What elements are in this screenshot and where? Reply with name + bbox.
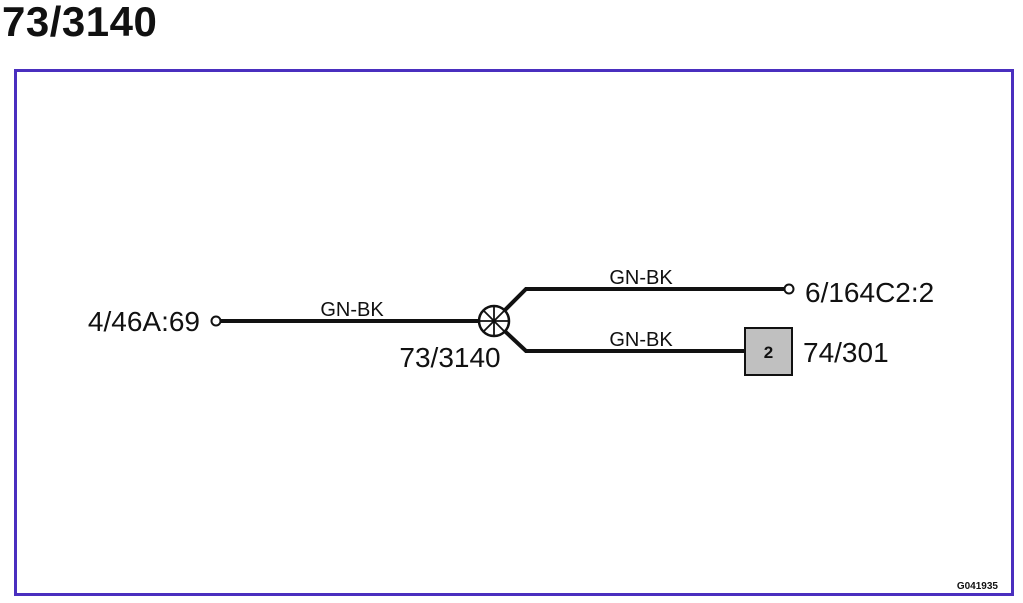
connector-pin-number: 2 [764,343,773,362]
wire-upper-color-label: GN-BK [609,267,673,289]
connector-box[interactable] [744,327,793,376]
page-title: 73/3140 [2,0,158,45]
terminal-upper-icon[interactable] [783,283,795,295]
wire-lower-color-label: GN-BK [609,329,673,351]
figure-id: G041935 [957,581,999,592]
terminal-left-icon[interactable] [210,315,222,327]
diagram-frame [14,69,1014,596]
wire-main-color-label: GN-BK [320,299,384,321]
connector-label: 74/301 [803,337,889,368]
upper-terminal-label: 6/164C2:2 [805,277,934,308]
splice-label: 73/3140 [399,342,500,373]
wire-upper[interactable] [492,287,786,323]
splice-icon[interactable] [477,304,511,338]
left-terminal-label: 4/46A:69 [88,306,200,337]
